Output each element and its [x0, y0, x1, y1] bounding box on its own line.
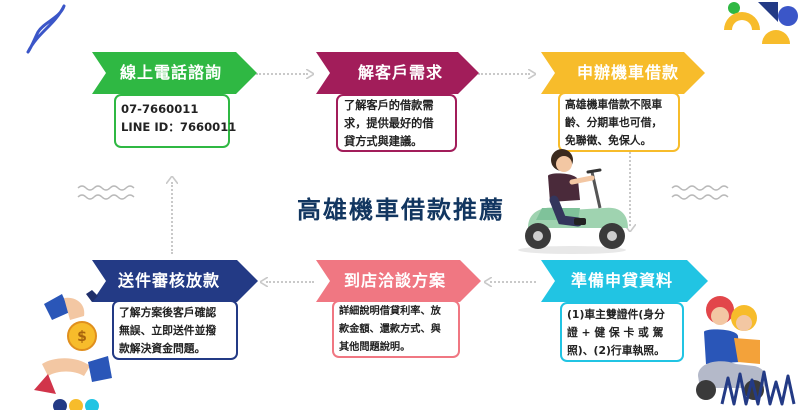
- phone-number: 07-7660011: [121, 102, 199, 116]
- step-6-line: 了解方案後客戶確認: [119, 306, 217, 319]
- connector-4-5: [490, 281, 536, 283]
- step-3-banner: 申辦機車借款: [541, 52, 705, 94]
- banner-shape: [92, 260, 258, 302]
- step-3-line: 免聯徵、免保人。: [565, 134, 652, 147]
- connector-1-2: [256, 73, 308, 75]
- couple-scooter-illustration: [696, 296, 766, 400]
- step-2-banner: 解客戶需求: [316, 52, 479, 94]
- step-3-line: 高雄機車借款不限車: [565, 98, 663, 111]
- connector-2-3: [478, 73, 530, 75]
- ribbon-decoration: [26, 4, 66, 54]
- step-2-label: 解客戶需求: [358, 63, 444, 82]
- step-4-line: (1)車主雙證件(身分: [567, 308, 665, 321]
- banner-shape: [541, 260, 708, 302]
- shapes-decoration: [724, 2, 798, 44]
- step-3-label: 申辦機車借款: [577, 63, 680, 82]
- step-5-card: 詳細說明借貸利率、放 款金額、還款方式、與 其他問題說明。: [332, 300, 460, 358]
- connector-6-1: [171, 182, 173, 254]
- step-5-banner: 到店洽談方案: [316, 260, 481, 302]
- scooter-rider-illustration: [518, 149, 628, 254]
- svg-text:$: $: [77, 329, 87, 345]
- dots-decoration: [53, 399, 99, 410]
- banner-shape: [541, 52, 705, 94]
- step-4-label: 準備申貸資料: [571, 271, 674, 290]
- wave-decoration-right: [671, 185, 729, 200]
- step-4-line: 照)、(2)行車執照。: [567, 344, 665, 357]
- banner-shape: [316, 260, 481, 302]
- step-6-line: 款解決資金問題。: [119, 342, 206, 355]
- step-5-label: 到店洽談方案: [344, 271, 447, 290]
- arrowhead-icon: [166, 176, 178, 184]
- step-2-line: 了解客戶的借款需: [344, 99, 434, 112]
- connector-5-6: [266, 281, 314, 283]
- banner-shape: [92, 52, 257, 94]
- step-5-line: 款金額、還款方式、與: [339, 324, 441, 335]
- step-1-banner: 線上電話諮詢: [92, 52, 257, 94]
- step-1-label: 線上電話諮詢: [120, 63, 223, 82]
- step-6-banner: 送件審核放款: [92, 260, 258, 302]
- step-4-card: (1)車主雙證件(身分 證 + 健 保 卡 或 駕 照)、(2)行車執照。: [560, 302, 684, 362]
- banner-shape: [316, 52, 479, 94]
- arrowhead-icon: [260, 277, 268, 287]
- arrowhead-icon: [484, 277, 492, 287]
- step-3-card: 高雄機車借款不限車 齡、分期車也可借， 免聯徵、免保人。: [558, 92, 680, 152]
- line-id: LINE ID：7660011: [121, 120, 237, 134]
- connector-3-4: [629, 152, 631, 226]
- step-4-line: 證 + 健 保 卡 或 駕: [567, 326, 664, 339]
- step-2-line: 求，提供最好的借: [344, 117, 434, 130]
- step-2-line: 貸方式與建議。: [344, 135, 423, 148]
- money-hand-illustration: $: [34, 290, 112, 394]
- wave-decoration-left: [77, 185, 135, 200]
- step-1-card: 07-7660011 LINE ID：7660011: [114, 94, 237, 148]
- step-5-line: 其他問題說明。: [339, 342, 411, 353]
- step-3-line: 齡、分期車也可借，: [565, 116, 663, 129]
- step-4-banner: 準備申貸資料: [541, 260, 708, 302]
- step-6-card: 了解方案後客戶確認 無誤、立即送件並撥 款解決資金問題。: [112, 300, 238, 360]
- arrowhead-icon: [306, 69, 314, 79]
- page-title: 高雄機車借款推薦: [297, 196, 505, 224]
- scribble-decoration: [720, 370, 796, 406]
- step-5-line: 詳細說明借貸利率、放: [339, 306, 441, 317]
- arrowhead-icon: [528, 69, 536, 79]
- step-6-label: 送件審核放款: [118, 271, 221, 290]
- step-6-line: 無誤、立即送件並撥: [119, 324, 217, 337]
- step-2-card: 了解客戶的借款需 求，提供最好的借 貸方式與建議。: [336, 94, 457, 152]
